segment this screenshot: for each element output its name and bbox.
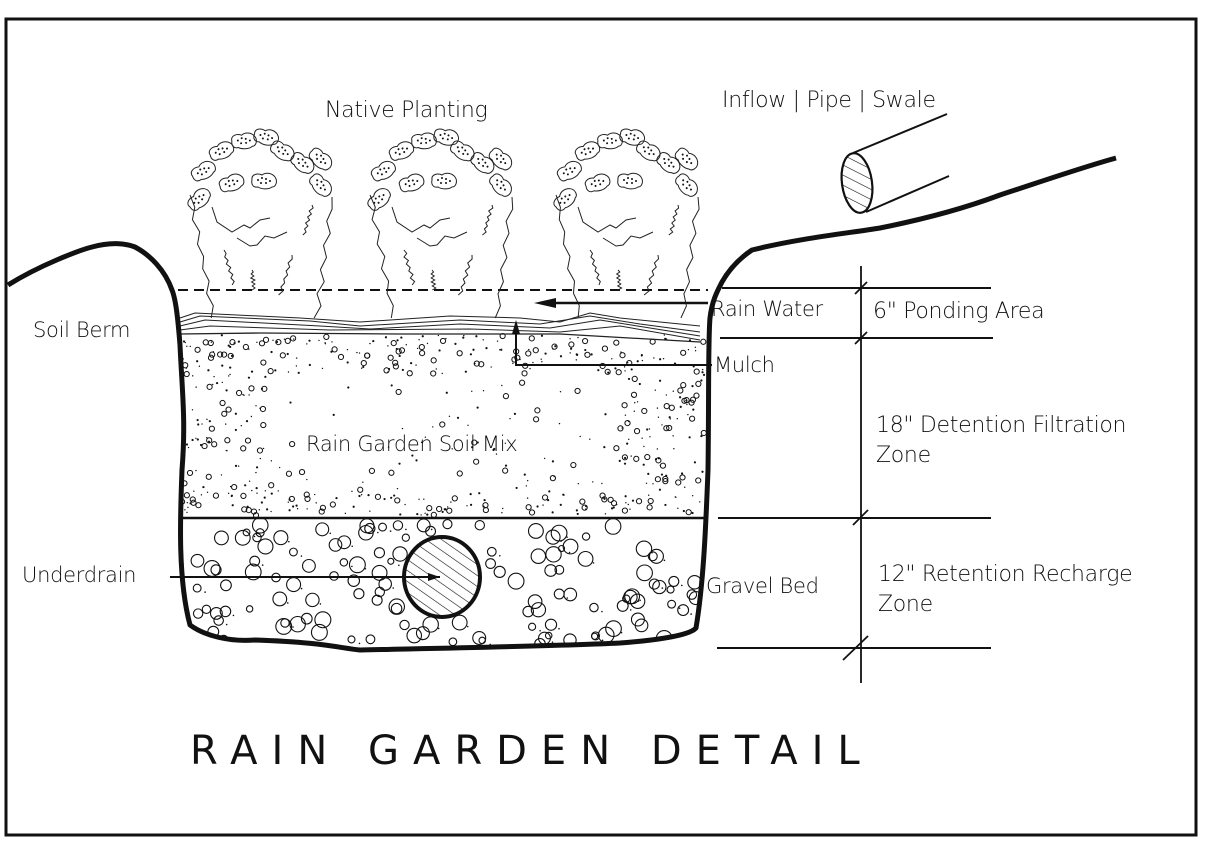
- soil-mix-texture: [178, 332, 707, 519]
- native-planting-label: Native Planting: [325, 98, 488, 123]
- rain-water-label: Rain Water: [711, 297, 823, 321]
- diagram-title: RAIN GARDEN DETAIL: [190, 728, 874, 774]
- zone-retention-label: 12" Retention Recharge Zone: [878, 562, 1133, 617]
- soil-mix-label: Rain Garden Soil Mix: [306, 432, 518, 456]
- gravel-texture: [180, 516, 709, 650]
- inflow-label: Inflow | Pipe | Swale: [722, 88, 936, 113]
- mulch-leader: [512, 320, 712, 366]
- underdrain-pipe-icon: [402, 535, 482, 619]
- soil-berm-label: Soil Berm: [33, 318, 131, 342]
- basin-outline: [6, 155, 1117, 653]
- inflow-pipe-icon: [840, 113, 950, 214]
- dimension-lines: [717, 266, 993, 683]
- mulch-label: Mulch: [714, 353, 775, 377]
- mulch-layer: [179, 312, 701, 343]
- underdrain-leader: [170, 573, 440, 581]
- gravel-bed-label: Gravel Bed: [706, 574, 819, 598]
- drawing-frame: [4, 17, 1198, 837]
- zone-detention-label: 18" Detention Filtration Zone: [876, 413, 1127, 468]
- native-plants: [187, 128, 700, 319]
- zone-ponding-label: 6" Ponding Area: [873, 299, 1045, 324]
- rain-water-leader: [534, 298, 708, 308]
- underdrain-label: Underdrain: [22, 563, 137, 587]
